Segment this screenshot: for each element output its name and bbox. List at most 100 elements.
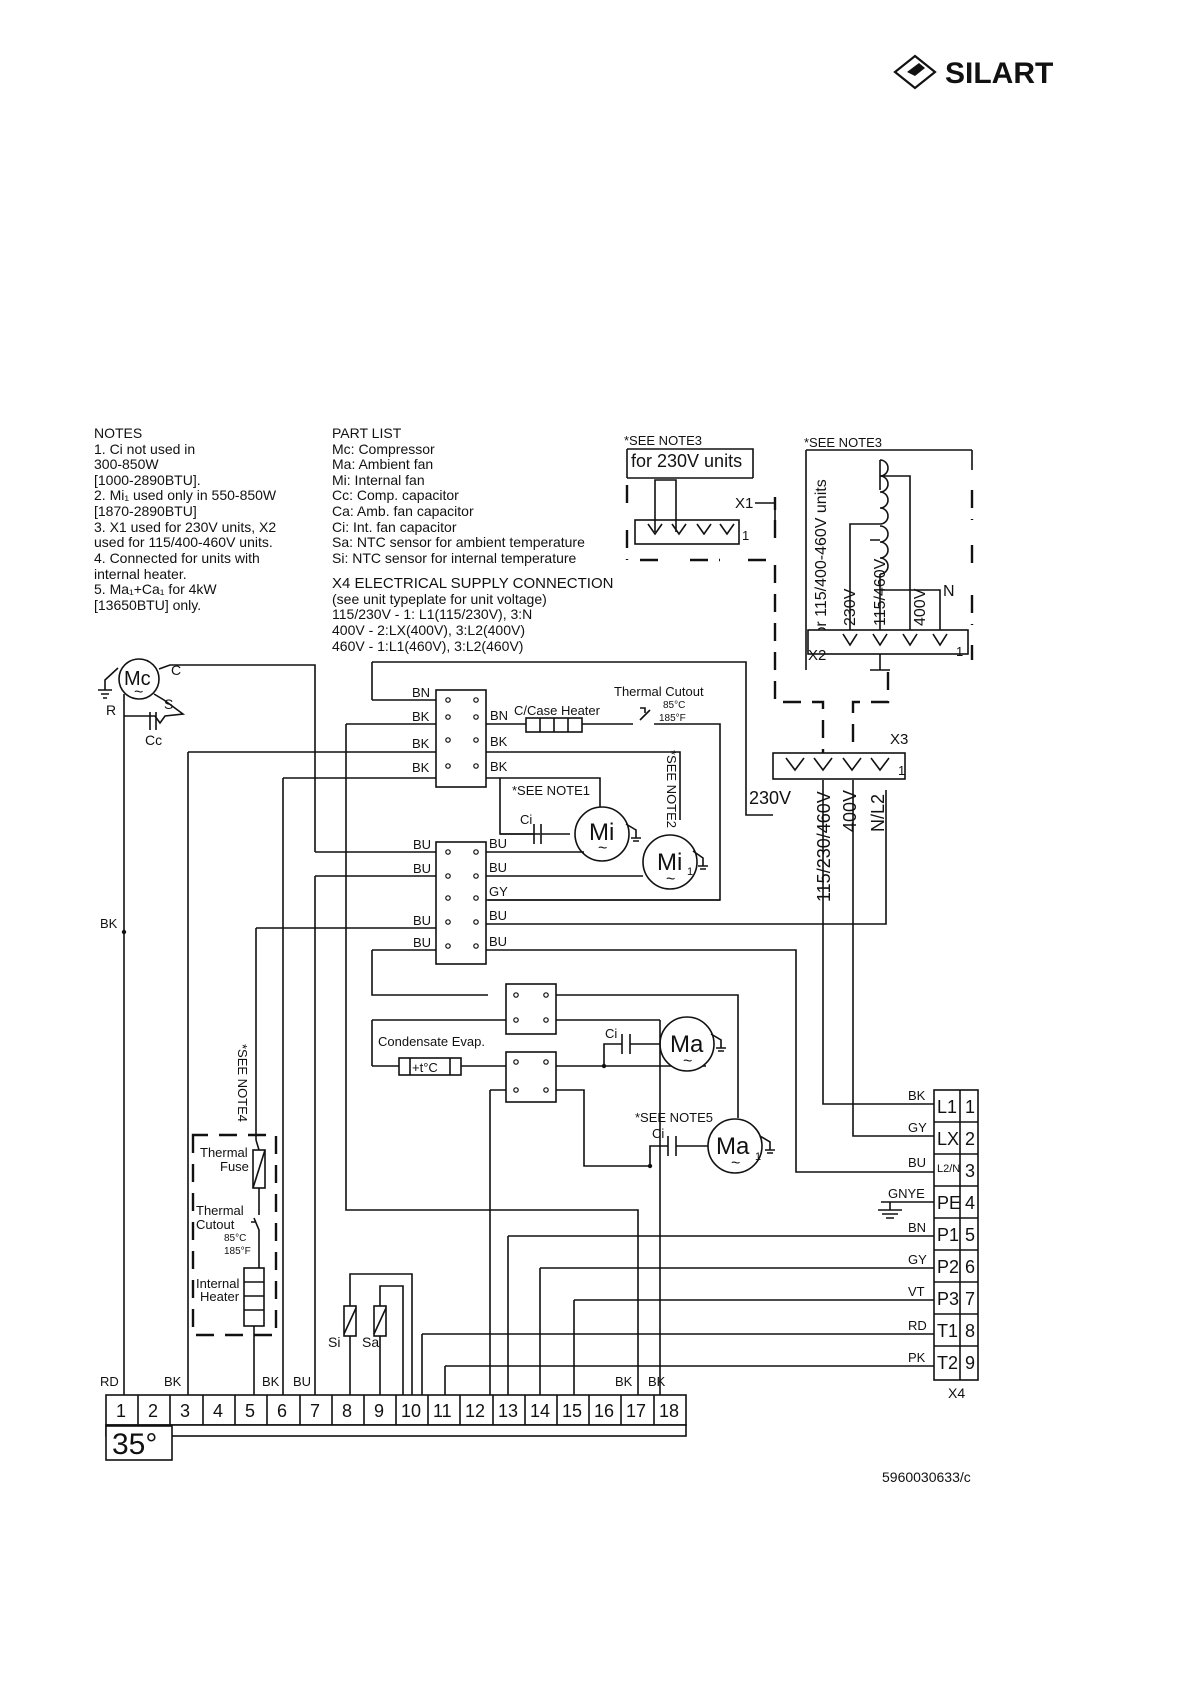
- supply-title: X4 ELECTRICAL SUPPLY CONNECTION: [332, 575, 613, 592]
- mi-motor: [574, 806, 630, 862]
- cc-label: Cc: [145, 732, 162, 748]
- terminal-number: 5: [245, 1401, 255, 1421]
- note-line: 1. Ci not used in: [94, 441, 195, 457]
- mi-label: Mi: [589, 819, 614, 846]
- thermal-cutout-label-1: Thermal: [196, 1203, 244, 1218]
- x4-wire: GY: [908, 1120, 927, 1135]
- note-line: 3. X1 used for 230V units, X2: [94, 519, 276, 535]
- supply-line: 460V - 1:L1(460V), 3:L2(460V): [332, 638, 523, 654]
- terminal-number: 17: [626, 1401, 646, 1421]
- bottom-wire-label: RD: [100, 1374, 119, 1389]
- x4-label: X4: [948, 1385, 965, 1401]
- part-list-title: PART LIST: [332, 425, 402, 441]
- relay1-wire-label: BN: [412, 685, 430, 700]
- x4-term: L1: [937, 1097, 957, 1117]
- thermal-fuse-label-1: Thermal: [200, 1145, 248, 1160]
- terminal-number: 12: [465, 1401, 485, 1421]
- terminal-strip: 1 2 3 4 5 6 7 8 9 10 11 12 13 14 15 16 1…: [105, 1394, 687, 1437]
- x4-num: 6: [965, 1257, 975, 1277]
- bottom-wire-labels: RD BK BK BU BK BK: [100, 1374, 666, 1389]
- note-line: 5. Ma₁+Ca₁ for 4kW: [94, 581, 217, 597]
- note4-label: *SEE NOTE4: [235, 1044, 250, 1122]
- terminal-number: 7: [310, 1401, 320, 1421]
- x3-pin: 1: [898, 763, 905, 778]
- x4-terminal-block: BK L1 1 GY LX 2 BU L2/N 3 GNYE PE 4 BN P…: [888, 1088, 979, 1401]
- relay1-wire-label: BK: [412, 709, 430, 724]
- relay-block-1: BN BK BK BK BN BK BK: [187, 661, 773, 1395]
- si-label: Si: [328, 1334, 340, 1350]
- x4-wire: GY: [908, 1252, 927, 1267]
- x4-num: 9: [965, 1353, 975, 1373]
- ambient-fan-ma: Ci Ma ~: [601, 1016, 726, 1072]
- x4-wire: BN: [908, 1220, 926, 1235]
- x4-num: 7: [965, 1289, 975, 1309]
- supply-line: 115/230V - 1: L1(115/230V), 3:N: [332, 606, 532, 622]
- note1-label: *SEE NOTE1: [512, 783, 590, 798]
- x1-label: X1: [735, 495, 753, 512]
- part-list-line: Ci: Int. fan capacitor: [332, 519, 457, 535]
- relay-block-3: [371, 983, 739, 1118]
- relay-block-2: BU BU BU BU BU BU GY BU BU: [255, 790, 920, 1395]
- note-line: used for 115/400-460V units.: [94, 534, 273, 550]
- relay2-wire-label: BU: [413, 861, 431, 876]
- note-line: [1000-2890BTU].: [94, 472, 201, 488]
- ih-tc-185: 185°F: [224, 1246, 251, 1257]
- case-heater: C/Case Heater Thermal Cutout 85°C 185°F: [488, 684, 721, 901]
- part-list-line: Cc: Comp. capacitor: [332, 487, 459, 503]
- x1-panel: *SEE NOTE3 for 230V units X1 1: [624, 433, 777, 562]
- terminal-number: 15: [562, 1401, 582, 1421]
- terminal-number: 4: [213, 1401, 223, 1421]
- x4-term: P1: [937, 1225, 959, 1245]
- part-list-line: Sa: NTC sensor for ambient temperature: [332, 534, 585, 550]
- note-line: 4. Connected for units with: [94, 550, 260, 566]
- ma1-sub: 1: [755, 1151, 761, 1163]
- ground-icon: [625, 823, 641, 842]
- ground-icon: [759, 1135, 775, 1154]
- relay2-wire-label: BU: [413, 913, 431, 928]
- x4-term: P2: [937, 1257, 959, 1277]
- x2-tap-230v: 230V: [842, 588, 859, 626]
- terminal-number: 18: [659, 1401, 679, 1421]
- x2-note: *SEE NOTE3: [804, 435, 882, 450]
- x4-num: 2: [965, 1129, 975, 1149]
- mi1-motor: [642, 834, 698, 890]
- thermal-cutout-label: Thermal Cutout: [614, 684, 704, 699]
- compressor-symbol: [118, 658, 160, 700]
- x3-tap-230v: 230V: [749, 788, 791, 808]
- x4-wire: VT: [908, 1284, 925, 1299]
- relay2-right-label: BU: [489, 934, 507, 949]
- x3-tap-nl2: N/L2: [868, 794, 888, 832]
- part-list-line: Ca: Amb. fan capacitor: [332, 503, 474, 519]
- ca-label: Ci: [605, 1026, 617, 1041]
- internal-fan-mi: *SEE NOTE1 Ci Mi ~: [500, 783, 641, 862]
- x4-num: 8: [965, 1321, 975, 1341]
- sensors: Si Sa: [328, 1273, 413, 1395]
- x2-tap-400v: 400V: [912, 588, 929, 626]
- bk-left-label: BK: [100, 916, 118, 931]
- notes-title: NOTES: [94, 425, 142, 441]
- condensate-sym: +t°C: [412, 1060, 438, 1075]
- x-links: [773, 565, 890, 760]
- x4-term: P3: [937, 1289, 959, 1309]
- bottom-wire-label: BU: [293, 1374, 311, 1389]
- x2-tap-115-460v: 115/460V: [872, 558, 889, 626]
- terminal-number: 8: [342, 1401, 352, 1421]
- condensate-evap: Condensate Evap. +t°C: [372, 1034, 485, 1076]
- ma1-label: Ma: [716, 1133, 750, 1160]
- notes-block: NOTES 1. Ci not used in 300-850W [1000-2…: [94, 425, 277, 613]
- silart-logo-mark: [893, 54, 937, 90]
- terminal-number: 1: [116, 1401, 126, 1421]
- mc-c: C: [171, 662, 181, 678]
- x2-pin: 1: [956, 644, 963, 659]
- relay2-right-label: GY: [489, 884, 508, 899]
- x4-wiring: [421, 780, 920, 1395]
- relay1-wire-label: BK: [412, 736, 430, 751]
- x4-num: 1: [965, 1097, 975, 1117]
- x4-wire: GNYE: [888, 1186, 925, 1201]
- bottom-wire-label: BK: [615, 1374, 633, 1389]
- terminal-number: 9: [374, 1401, 384, 1421]
- mc-tilde: ~: [134, 684, 143, 701]
- x4-term: T1: [937, 1321, 958, 1341]
- supply-block: X4 ELECTRICAL SUPPLY CONNECTION (see uni…: [332, 575, 613, 654]
- terminal-number: 16: [594, 1401, 614, 1421]
